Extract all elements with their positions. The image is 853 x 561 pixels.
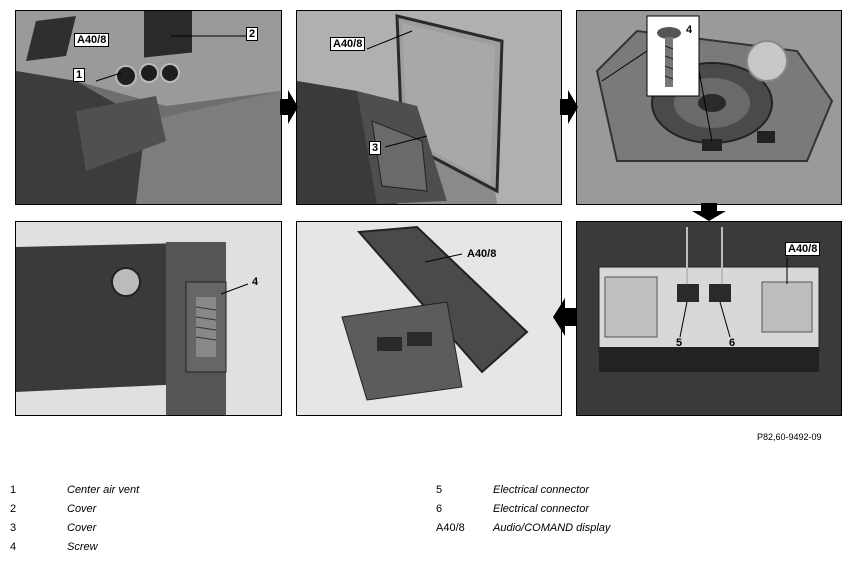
figure-id: P82,60-9492-09 — [757, 432, 822, 442]
callout-6: 6 — [729, 337, 736, 349]
callout-4: 4 — [252, 276, 259, 288]
display-lift-illustration — [297, 11, 561, 204]
photo-panel-5-display-removed: A40/8 — [296, 221, 562, 416]
callout-1: 1 — [73, 68, 86, 82]
callout-5: 5 — [676, 337, 683, 349]
photo-panel-4-screw-closeup: 4 — [15, 221, 282, 416]
photo-panel-6-connectors: A40/8 5 6 — [576, 221, 842, 416]
arrow-down-icon — [692, 203, 726, 221]
display-removed-illustration — [297, 222, 561, 415]
photo-panel-2-display-lifted: A40/8 3 — [296, 10, 562, 205]
arrow-left-icon — [553, 298, 577, 336]
callout-3: 3 — [369, 141, 382, 155]
dashboard-illustration — [16, 11, 281, 204]
callout-a40-8: A40/8 — [467, 248, 497, 260]
callout-a40-8: A40/8 — [74, 33, 110, 47]
arrow-right-icon — [560, 90, 578, 124]
screw-closeup-illustration — [16, 222, 281, 415]
callout-4: 4 — [686, 24, 693, 36]
callout-a40-8: A40/8 — [330, 37, 366, 51]
arrow-right-icon — [280, 90, 298, 124]
photo-panel-1-dashboard: A40/8 1 2 — [15, 10, 282, 205]
speaker-illustration — [577, 11, 841, 204]
callout-a40-8: A40/8 — [785, 242, 821, 256]
callout-2: 2 — [246, 27, 259, 41]
photo-panel-3-speaker-screw: 4 — [576, 10, 842, 205]
